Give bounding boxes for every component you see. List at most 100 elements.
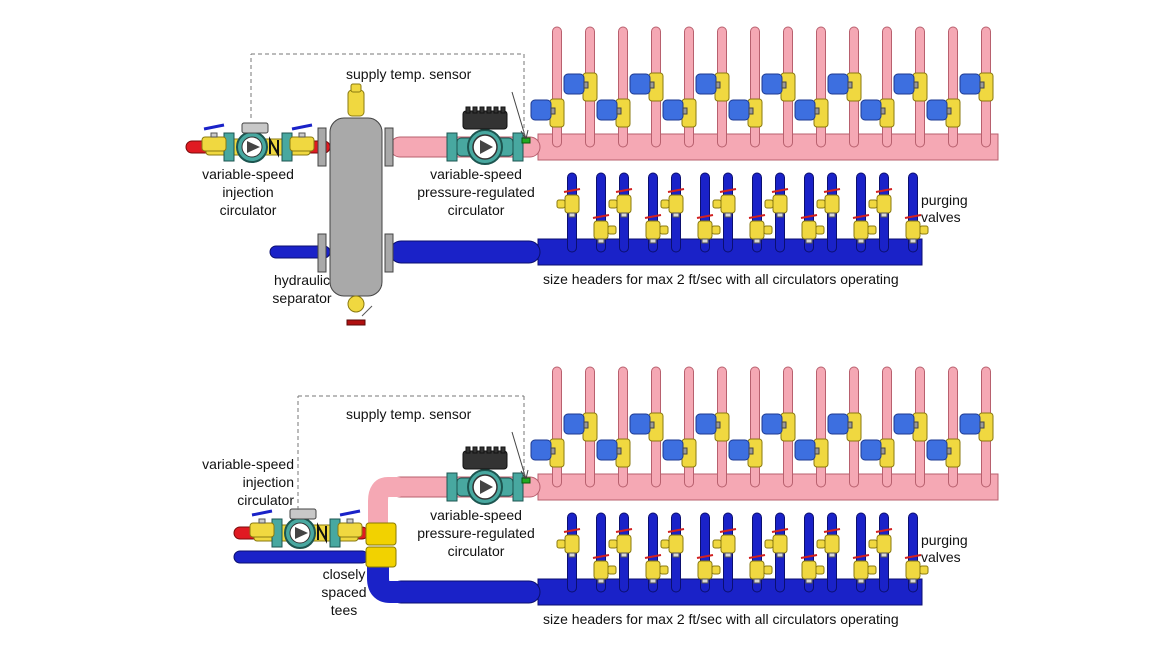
bottom-system-zone-valve	[629, 412, 664, 442]
bottom-injection-label-line2: injection	[243, 474, 294, 490]
top-system-purge-valve	[644, 214, 669, 244]
bottom-system-zone-valve-actuator	[761, 413, 783, 435]
top-system-purge-valve-body	[564, 194, 580, 214]
top-system-zone-valve	[563, 72, 598, 102]
bottom-system-zone-valve-actuator	[893, 413, 915, 435]
bottom-system-purge-valve	[800, 554, 825, 584]
top-system-zone-valve-link	[748, 107, 754, 115]
top-system-zone-valve-link	[781, 81, 787, 89]
top-system-purge-valve-body	[772, 194, 788, 214]
top-system-sep-flange-tl	[317, 127, 327, 167]
bottom-system-zone-valve-link	[913, 421, 919, 429]
top-system-air-vent	[347, 89, 365, 117]
top-system-zone-valve	[827, 72, 862, 102]
top-system-purge-valve-handle	[748, 214, 766, 219]
top-system-zone-valve	[893, 72, 928, 102]
top-system-injection-circulator-iso-left-body	[201, 136, 227, 152]
top-system-purge-valve-cap	[753, 238, 761, 244]
top-system-zone-valve	[662, 98, 697, 128]
top-system-purge-valve-handle	[852, 214, 870, 219]
top-system-supply-header	[537, 133, 999, 161]
bottom-system-purge-valve	[592, 554, 617, 584]
bottom-system-purge-valve-cap	[909, 578, 917, 584]
top-system-purge-valve-handle	[800, 214, 818, 219]
top-system-zone-valve-actuator	[926, 99, 948, 121]
top-system-zone-valve	[959, 72, 994, 102]
top-system-zone-valve-actuator	[761, 73, 783, 95]
top-system-purge-valve-cap	[828, 212, 836, 218]
top-system-zone-valve	[926, 98, 961, 128]
bottom-system-boiler-return	[233, 550, 369, 564]
top-system-purge-valve-cap	[597, 238, 605, 244]
top-system-purge-valve	[800, 214, 825, 244]
top-system-zone-valve-link	[814, 107, 820, 115]
top-system-pressure-circulator-fin	[465, 106, 471, 114]
bottom-system-labels: supply temp. sensor variable-speed injec…	[202, 406, 968, 627]
top-system-zone-valve-link	[616, 107, 622, 115]
top-header-note: size headers for max 2 ft/sec with all c…	[543, 271, 899, 287]
top-system-pressure-circulator-fin	[486, 106, 492, 114]
bottom-system-supply-riser	[552, 366, 562, 488]
top-system-purge-valve-body	[668, 194, 684, 214]
top-system-zone-valve-link	[715, 81, 721, 89]
bottom-system-purge-valve-body	[749, 560, 765, 580]
top-system-zone-valve-actuator	[596, 99, 618, 121]
bottom-system-purge-valve-cap	[568, 552, 576, 558]
top-system-zone-valve-link	[913, 81, 919, 89]
bottom-system-zone-valve	[761, 412, 796, 442]
top-system-zone-valve	[695, 72, 730, 102]
top-system-injection-circulator-iso-left	[201, 123, 227, 152]
bottom-system-tee-lower	[365, 546, 397, 568]
bottom-system-purge-valve-side-port	[660, 539, 670, 549]
top-system-purge-valve-side-port	[919, 225, 929, 235]
bottom-system-zone-valve-link	[814, 447, 820, 455]
top-system-purge-valve-body	[853, 220, 869, 240]
bottom-system-purge-valve-side-port	[556, 539, 566, 549]
top-system-purge-valve	[852, 214, 877, 244]
bottom-system-purge-valve	[556, 528, 581, 558]
bottom-system-purge-valve-cap	[880, 552, 888, 558]
bottom-system-zone-valve-actuator	[563, 413, 585, 435]
bottom-system-injection-circulator-iso-right	[337, 509, 363, 538]
top-system-zone-valve	[794, 98, 829, 128]
bottom-system-injection-circulator-iso-right-handle	[339, 509, 361, 517]
bottom-system-purge-valve	[748, 554, 773, 584]
top-system-injection-circulator-iso-right-handle	[291, 123, 313, 131]
top-system-sep-flange-tr	[384, 127, 394, 167]
top-system-purge-valve-body	[876, 194, 892, 214]
top-system-purge-valve-body	[824, 194, 840, 214]
top-system-purge-valve-body	[645, 220, 661, 240]
bottom-system-supply-riser	[816, 366, 826, 488]
top-separator-label-line1: hydraulic	[274, 272, 330, 288]
top-system-purge-valve	[764, 188, 789, 218]
bottom-system-zone-valve-actuator	[827, 413, 849, 435]
top-system-zone-valve-actuator	[893, 73, 915, 95]
top-system-zone-valve-actuator	[695, 73, 717, 95]
top-system-zone-valve	[530, 98, 565, 128]
bottom-system-purge-valve-body	[801, 560, 817, 580]
top-system-hydraulic-separator	[329, 117, 383, 297]
bottom-system-purge-valve-handle	[667, 528, 685, 533]
bottom-system-sensor-arrow-a	[520, 470, 527, 480]
top-system-purge-valve-side-port	[660, 199, 670, 209]
bottom-system-zone-valve-actuator	[596, 439, 618, 461]
bottom-system-purge-valve-side-port	[764, 539, 774, 549]
bottom-system-zone-valve-actuator	[959, 413, 981, 435]
top-system-air-vent-cap	[350, 83, 362, 93]
top-system-pressure-circulator	[446, 106, 524, 165]
bottom-system-supply-riser	[618, 366, 628, 488]
top-system-pressure-circulator-fin	[479, 106, 485, 114]
bottom-system-purge-valve-handle	[615, 528, 633, 533]
bottom-system-purge-valve-handle	[823, 528, 841, 533]
top-system-injection-circulator-iso-right	[289, 123, 315, 152]
top-separator-label-line2: separator	[272, 290, 331, 306]
top-system-zone-valve-actuator	[827, 73, 849, 95]
bottom-system-injection-circulator-iso-left-handle	[251, 509, 273, 517]
bottom-system-purge-valve-body	[876, 534, 892, 554]
bottom-system-zone-valve-link	[946, 447, 952, 455]
bottom-system-zone-valve-link	[715, 421, 721, 429]
bottom-system-purge-valve	[852, 554, 877, 584]
bottom-pressure-label-line3: circulator	[448, 543, 505, 559]
top-pressure-label-line1: variable-speed	[430, 166, 522, 182]
